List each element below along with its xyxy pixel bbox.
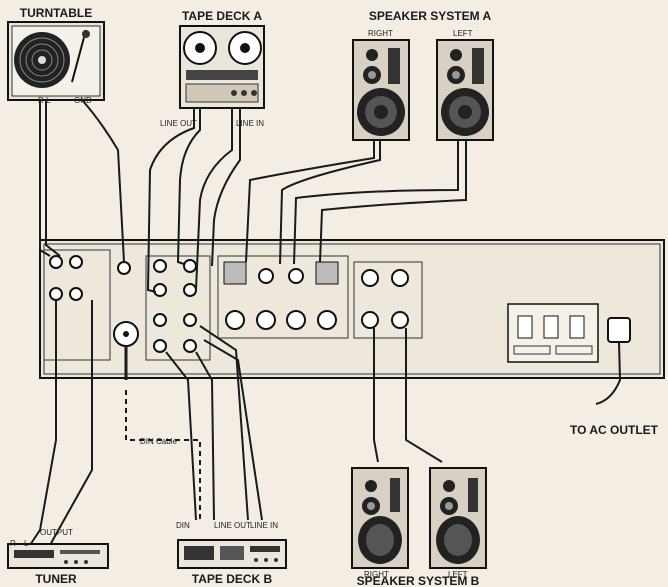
- tape-deck-a-label: TAPE DECK A: [182, 9, 262, 23]
- tuner: [7, 543, 109, 569]
- to-ac-outlet-label: TO AC OUTLET: [570, 423, 659, 437]
- tuner-output-label: OUTPUT: [40, 528, 73, 537]
- speaker-b-right: [351, 467, 409, 569]
- tape-deck-b-label: TAPE DECK B: [192, 572, 273, 586]
- speaker-system-a-label: SPEAKER SYSTEM A: [369, 9, 492, 23]
- tape-deck-a-line-out-label: LINE OUT: [160, 119, 197, 128]
- tape-deck-b-line-in-label: LINE IN: [250, 521, 278, 530]
- tape-deck-a-line-in-label: LINE IN: [236, 119, 264, 128]
- tape-deck-a: [179, 25, 265, 109]
- turntable-label: TURNTABLE: [20, 6, 92, 20]
- speaker-a-left: [436, 39, 494, 141]
- tuner-r-label: R: [10, 539, 16, 548]
- speaker-a-right: [352, 39, 410, 141]
- speaker-a-right-label: RIGHT: [368, 29, 393, 38]
- tuner-l-label: L: [24, 539, 29, 548]
- speaker-a-left-label: LEFT: [453, 29, 473, 38]
- speaker-b-left: [429, 467, 487, 569]
- tape-deck-b-din-label: DIN: [176, 521, 190, 530]
- speaker-system-b-label: SPEAKER SYSTEM B: [357, 574, 480, 587]
- cables: [29, 99, 622, 546]
- tape-deck-b-line-out-label: LINE OUT: [214, 521, 251, 530]
- speaker-b-right-label: RIGHT: [364, 570, 389, 579]
- speaker-b-left-label: LEFT: [448, 570, 468, 579]
- din-cable-label: DIN Cable: [140, 437, 177, 446]
- tuner-label: TUNER: [35, 572, 77, 586]
- amplifier-rear-panel: [39, 239, 665, 379]
- tape-deck-b: [177, 539, 287, 569]
- turntable-rl-label: R L: [38, 96, 51, 105]
- turntable: [7, 21, 105, 101]
